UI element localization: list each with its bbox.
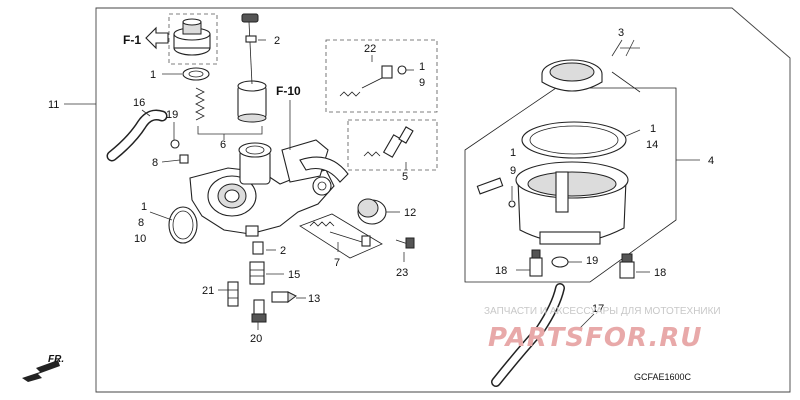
carburetor-body-part (189, 139, 349, 237)
clip-19-part (170, 139, 180, 149)
callout-1-screw: 1 (510, 147, 516, 159)
leader-lines (64, 39, 700, 331)
jet-20-part (251, 299, 267, 323)
outer-frame (95, 7, 791, 393)
callout-11: 11 (48, 99, 59, 111)
o-ring-1-part (182, 67, 210, 81)
callout-23: 23 (396, 267, 408, 279)
callout-2-plug: 2 (280, 245, 286, 257)
callout-7: 7 (334, 257, 340, 269)
jet-needle-part (241, 13, 259, 85)
callout-9-screw: 9 (510, 165, 516, 177)
nut-8-part (179, 154, 189, 164)
jet-15-part (249, 261, 265, 285)
jet-13-part (271, 291, 297, 303)
callout-16: 16 (133, 97, 145, 109)
front-direction-arrow-icon (22, 360, 60, 382)
screw-set-7-part (309, 221, 371, 247)
callout-4: 4 (708, 155, 714, 167)
callout-6: 6 (220, 139, 226, 151)
callout-18-right: 18 (654, 267, 666, 279)
callout-1-gasket: 1 (141, 201, 147, 213)
callout-14: 14 (646, 139, 658, 151)
screw-9-part (476, 177, 516, 208)
f1-arrow-icon (145, 26, 169, 50)
frame-22 (325, 39, 438, 113)
callout-8-gasket: 8 (138, 217, 144, 229)
jet-18b-part (619, 253, 635, 279)
watermark-line2: PARTSFOR.RU (488, 323, 702, 353)
frame-7 (299, 213, 383, 259)
pilot-screw-set-22-part (339, 65, 407, 97)
callout-18-left: 18 (495, 265, 507, 277)
callout-19-left: 19 (166, 109, 178, 121)
diagram-code: GCFAE1600C (634, 372, 692, 382)
screw-set-5-part (363, 126, 414, 158)
callout-1-oring: 1 (150, 69, 156, 81)
callout-8-top: 8 (152, 157, 158, 169)
cap-12-part (357, 198, 387, 225)
callout-17: 17 (592, 303, 604, 315)
cap-part (173, 18, 211, 56)
callout-1-gasket-right: 1 (650, 123, 656, 135)
front-label: FR. (48, 354, 64, 365)
float-chamber-part (515, 121, 629, 245)
f1-box (168, 13, 218, 65)
callout-3: 3 (618, 27, 624, 39)
callout-2-needle: 2 (274, 35, 280, 47)
plug-2-part (252, 241, 264, 255)
spring-part (195, 87, 205, 121)
callout-5: 5 (402, 171, 408, 183)
callout-12: 12 (404, 207, 416, 219)
callout-13: 13 (308, 293, 320, 305)
gasket-10-part (168, 206, 198, 244)
callout-19-right: 19 (586, 255, 598, 267)
f1-ref-label: F-1 (123, 33, 141, 47)
watermark-line1: ЗАПЧАСТИ И АКСЕССУАРЫ ДЛЯ МОТОТЕХНИКИ (484, 306, 721, 317)
piston-part (237, 80, 267, 123)
callout-15: 15 (288, 269, 300, 281)
callout-9-set22: 9 (419, 77, 425, 89)
callout-10: 10 (134, 233, 146, 245)
f10-ref-label: F-10 (276, 84, 301, 98)
frame-5 (347, 119, 438, 171)
callout-20: 20 (250, 333, 262, 345)
callout-22: 22 (364, 43, 376, 55)
screw-23-part (395, 237, 415, 249)
callout-21: 21 (202, 285, 214, 297)
clip-19b-part (551, 256, 569, 268)
screw-21-part (227, 281, 239, 307)
float-cover-3-part (541, 59, 641, 93)
callout-1-set22: 1 (419, 61, 425, 73)
jet-18a-part (529, 249, 543, 277)
